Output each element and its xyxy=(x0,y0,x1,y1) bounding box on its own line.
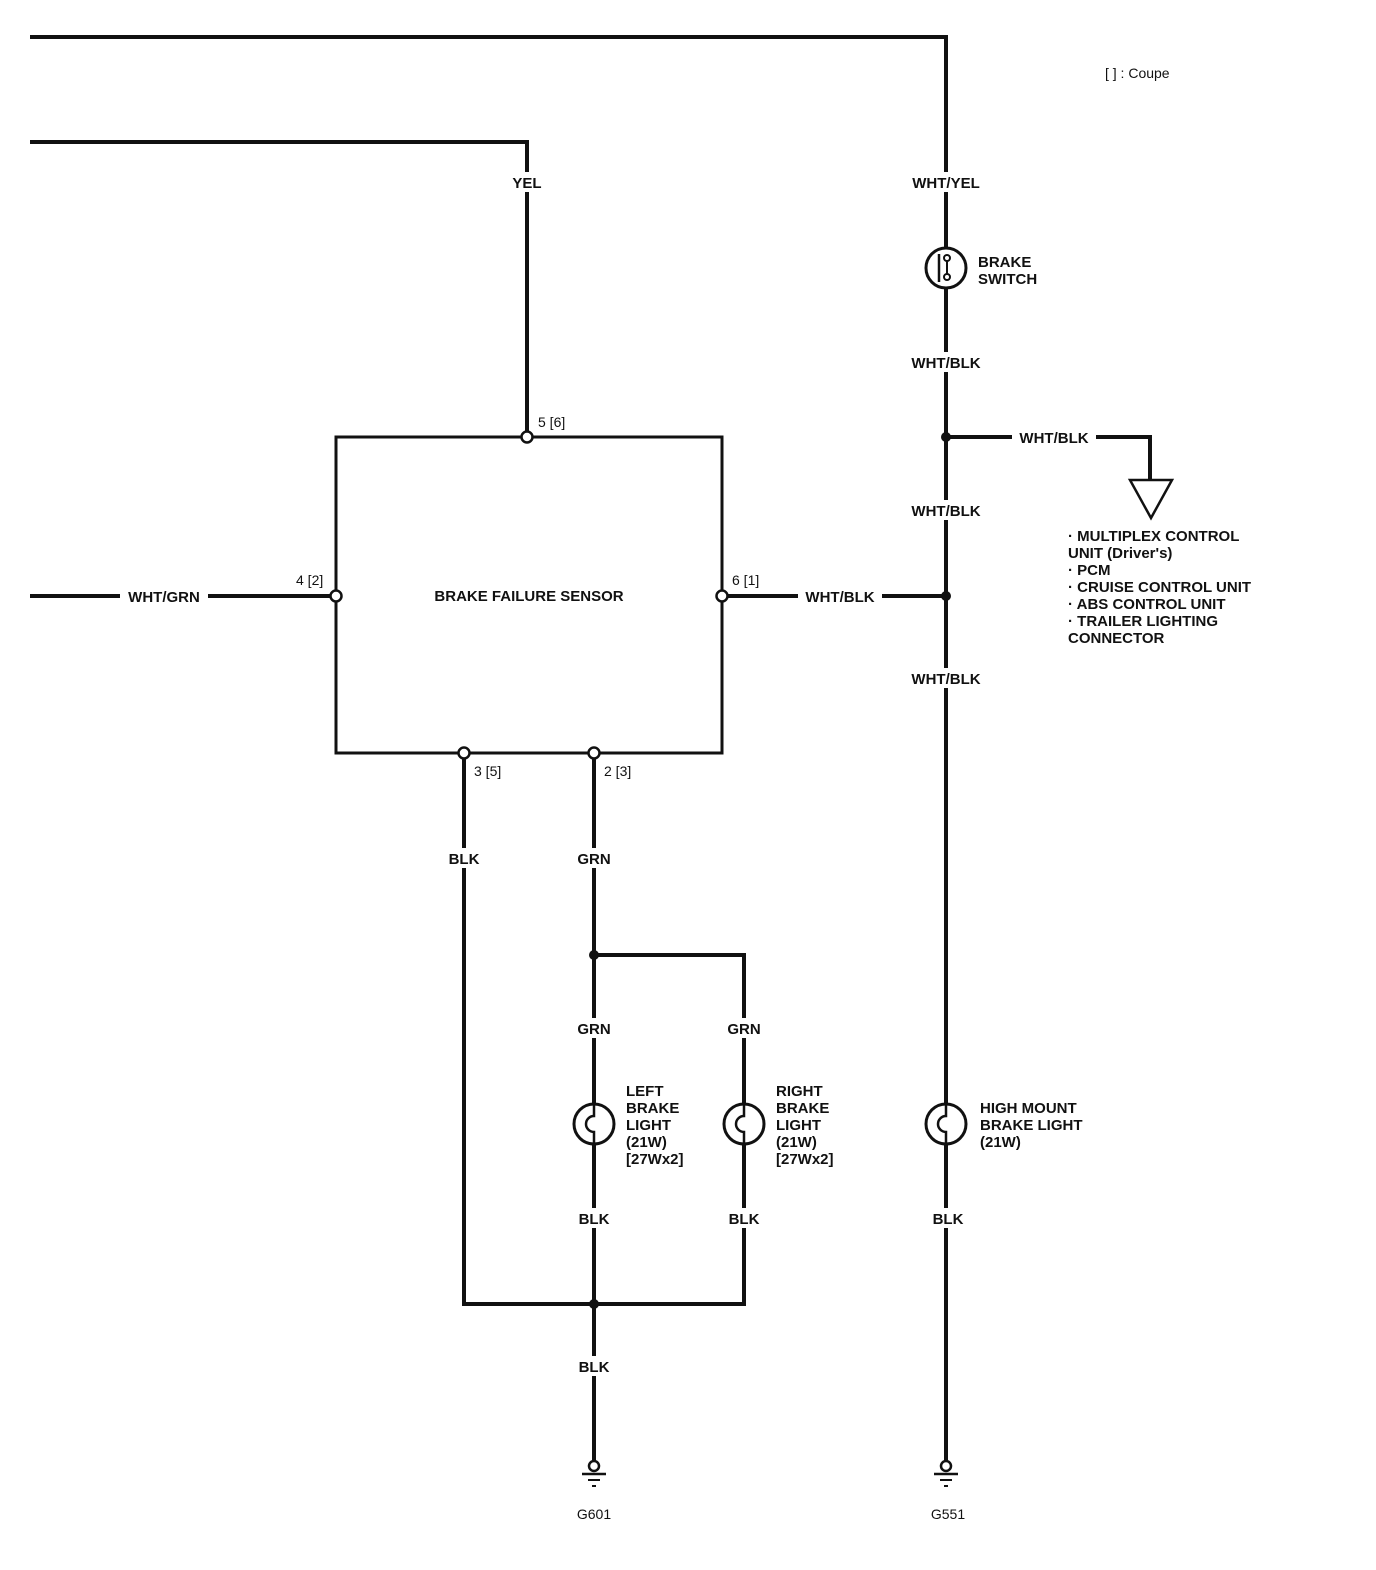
wire-label-blk-right-light: BLK xyxy=(729,1211,760,1228)
high-mount-brake-light-bulb-icon xyxy=(924,1102,968,1146)
ground-label-g601: G601 xyxy=(577,1506,611,1522)
ground-g601-icon xyxy=(582,1459,606,1487)
wire-label-wht-blk-branch: WHT/BLK xyxy=(1019,430,1088,447)
wire-blk-left xyxy=(462,755,596,1306)
pin-label-bottom-right: 2 [3] xyxy=(604,763,631,779)
junction-grn xyxy=(589,950,599,960)
pin-label-left: 4 [2] xyxy=(296,572,323,588)
destination-arrow-icon xyxy=(1127,478,1175,521)
pin-top xyxy=(520,430,534,444)
wire-label-wht-blk-3: WHT/BLK xyxy=(911,671,980,688)
wire-label-wht-blk-1: WHT/BLK xyxy=(911,355,980,372)
pin-label-top: 5 [6] xyxy=(538,414,565,430)
destination-list: · MULTIPLEX CONTROL UNIT (Driver's) · PC… xyxy=(1068,528,1255,647)
wire-label-wht-yel: WHT/YEL xyxy=(912,175,980,192)
coupe-legend: [ ] : Coupe xyxy=(1105,65,1170,81)
wire-label-blk-bottom: BLK xyxy=(579,1359,610,1376)
brake-switch-label: BRAKE SWITCH xyxy=(978,254,1037,288)
pin-label-bottom-left: 3 [5] xyxy=(474,763,501,779)
wire-label-wht-blk-sensor: WHT/BLK xyxy=(805,589,874,606)
wire-label-blk-left-light: BLK xyxy=(579,1211,610,1228)
pin-right xyxy=(715,589,729,603)
wire-yel xyxy=(30,140,529,434)
junction-branch xyxy=(941,432,951,442)
pin-bottom-left xyxy=(457,746,471,760)
pin-left xyxy=(329,589,343,603)
pin-label-right: 6 [1] xyxy=(732,572,759,588)
wire-label-wht-blk-2: WHT/BLK xyxy=(911,503,980,520)
pin-bottom-right xyxy=(587,746,601,760)
left-brake-light-label: LEFT BRAKE LIGHT (21W) [27Wx2] xyxy=(626,1083,684,1168)
junction-blk xyxy=(589,1299,599,1309)
ground-g551-icon xyxy=(934,1459,958,1487)
wire-label-grn-right: GRN xyxy=(727,1021,760,1038)
high-mount-brake-light-label: HIGH MOUNT BRAKE LIGHT (21W) xyxy=(980,1100,1087,1151)
wire-label-blk-left: BLK xyxy=(449,851,480,868)
wire-label-yel: YEL xyxy=(512,175,541,192)
junction-sensor xyxy=(941,591,951,601)
right-brake-light-label: RIGHT BRAKE LIGHT (21W) [27Wx2] xyxy=(776,1083,834,1168)
wire-label-grn-left: GRN xyxy=(577,1021,610,1038)
wire-grn-right xyxy=(592,953,746,1104)
wire-label-grn-top: GRN xyxy=(577,851,610,868)
ground-label-g551: G551 xyxy=(931,1506,965,1522)
sensor-name: BRAKE FAILURE SENSOR xyxy=(434,588,623,605)
brake-switch-icon xyxy=(924,246,968,290)
wire-label-wht-grn: WHT/GRN xyxy=(128,589,200,606)
left-brake-light-bulb-icon xyxy=(572,1102,616,1146)
wire-label-blk-high-mount: BLK xyxy=(933,1211,964,1228)
right-brake-light-bulb-icon xyxy=(722,1102,766,1146)
wire-blk-right-light xyxy=(592,1144,746,1306)
